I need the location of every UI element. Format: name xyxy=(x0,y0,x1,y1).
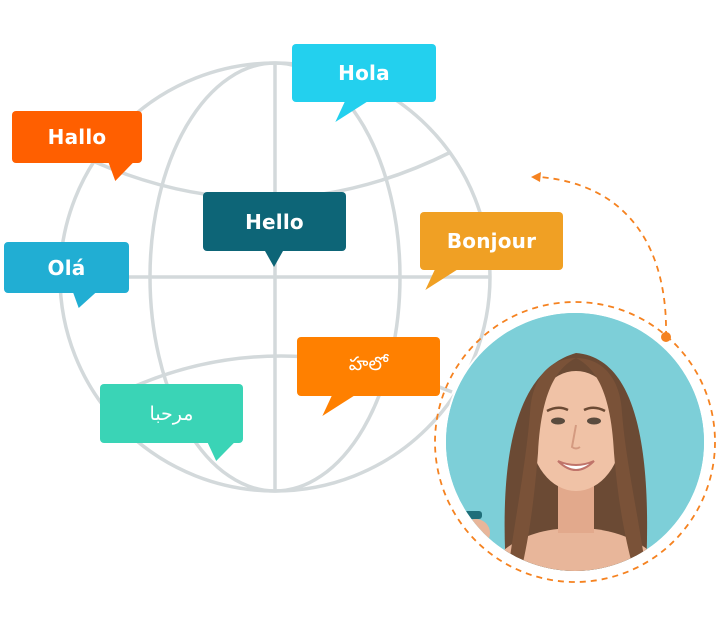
right-eye xyxy=(587,417,601,425)
dashed-arc-upper xyxy=(539,176,667,338)
path-endpoint-dot xyxy=(661,332,671,342)
hair-front-left xyxy=(508,358,576,571)
left-eye xyxy=(551,417,565,425)
nose xyxy=(570,424,581,450)
face xyxy=(530,371,622,491)
bubble-tail xyxy=(265,251,283,267)
greeting-bubble-telugu: హలో xyxy=(297,337,440,416)
greeting-text: Bonjour xyxy=(446,229,537,253)
greeting-bubble-hallo: Hallo xyxy=(12,111,142,181)
dashed-connection-path xyxy=(434,176,716,583)
greeting-bubble-bonjour: Bonjour xyxy=(420,212,563,290)
greeting-text: హలో xyxy=(348,353,389,375)
greeting-text: Olá xyxy=(47,255,86,280)
arrowhead-icon xyxy=(531,172,541,182)
greeting-bubble-hola: Hola xyxy=(292,44,436,122)
smile xyxy=(557,460,595,471)
dashed-ring xyxy=(434,301,716,583)
greeting-text: Hallo xyxy=(47,125,107,149)
greeting-text: Hola xyxy=(338,61,390,85)
portrait-photo xyxy=(446,313,704,571)
greeting-text: Hello xyxy=(245,209,304,234)
shoulders xyxy=(486,528,666,571)
greeting-bubble-hello: Hello xyxy=(203,192,346,267)
portrait-drawing xyxy=(446,313,704,571)
greeting-bubble-arabic: مرحبا xyxy=(100,384,243,461)
hair-front-right xyxy=(576,358,646,571)
greeting-bubble-ola: Olá xyxy=(4,242,129,308)
left-eyebrow xyxy=(546,406,569,413)
right-eyebrow xyxy=(583,406,606,413)
greeting-text: مرحبا xyxy=(149,402,194,425)
